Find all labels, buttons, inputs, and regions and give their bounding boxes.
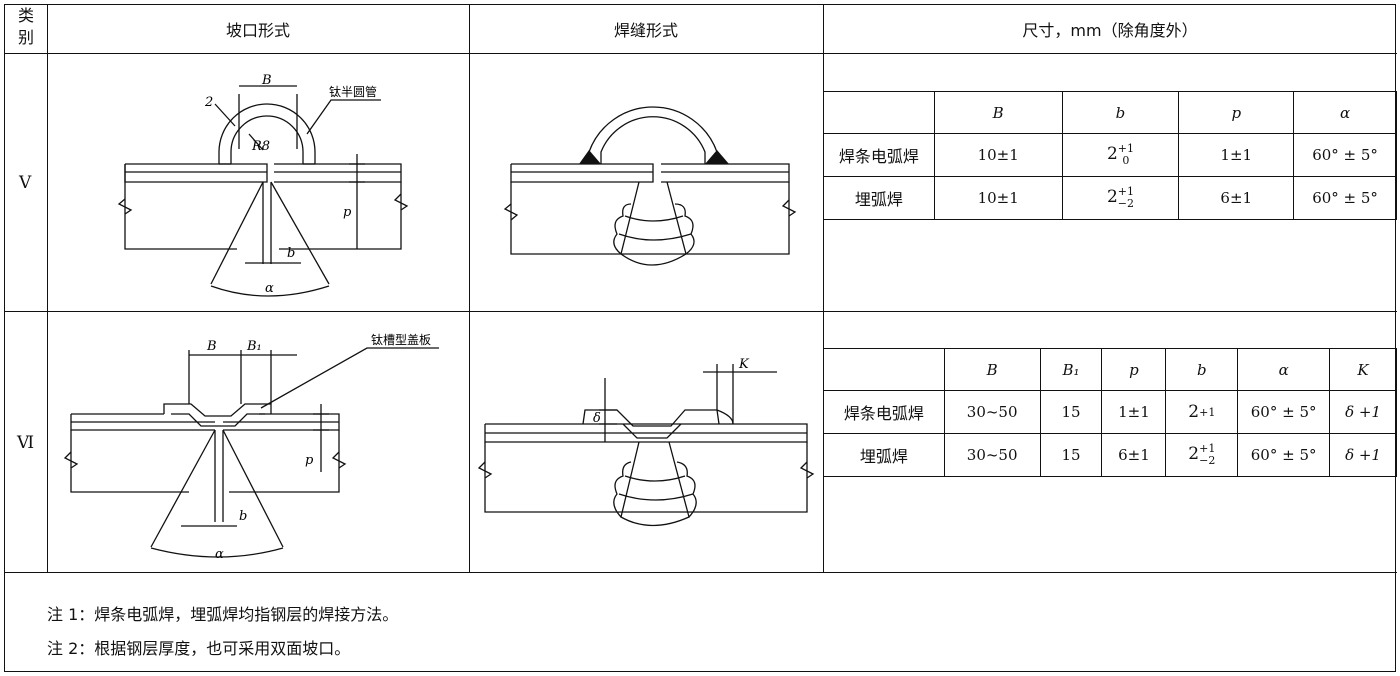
label-p: p <box>305 453 314 468</box>
value-cell: 15 <box>1039 433 1103 477</box>
method-cell: 埋弧焊 <box>823 433 945 477</box>
note-1: 注 1：焊条电弧焊，埋弧焊均指钢层的焊接方法。 <box>47 605 399 624</box>
label-alpha: α <box>215 547 224 562</box>
header-groove-form: 坡口形式 <box>225 21 290 40</box>
grid-line <box>5 572 1397 573</box>
header-dimensions: 尺寸，mm（除角度外） <box>1022 21 1198 40</box>
grid-line <box>823 5 824 572</box>
value-cell: 2+1−2 <box>1061 176 1180 220</box>
label-b-width: B <box>206 339 217 354</box>
grid-line <box>5 311 1397 312</box>
method-cell: 焊条电弧焊 <box>823 133 935 177</box>
label-b-gap: b <box>287 246 295 261</box>
col-header: b <box>1165 348 1239 391</box>
header-category: 类别 <box>17 6 34 47</box>
empty-cell <box>823 91 935 134</box>
value-cell: 10±1 <box>933 133 1063 177</box>
value-cell: 15 <box>1039 390 1103 434</box>
header-weld-form: 焊缝形式 <box>613 21 678 40</box>
label-k: K <box>738 357 750 372</box>
value-cell: δ +1 <box>1329 433 1397 477</box>
row-numeral-vi: Ⅵ <box>17 433 35 453</box>
value-cell: 2+1 <box>1165 390 1239 434</box>
value-cell: 30~50 <box>943 390 1041 434</box>
grid-line <box>469 5 470 572</box>
grid-line <box>47 5 48 572</box>
col-header: p <box>1101 348 1167 391</box>
row-numeral-v: Ⅴ <box>19 173 32 193</box>
value-cell: 60° ± 5° <box>1293 133 1397 177</box>
col-header: α <box>1237 348 1331 391</box>
col-header: B <box>933 91 1063 134</box>
method-cell: 焊条电弧焊 <box>823 390 945 434</box>
col-header: p <box>1178 91 1295 134</box>
col-header: B₁ <box>1039 348 1103 391</box>
weld-drawing-vi: δ K <box>477 357 815 527</box>
label-radius: R8 <box>251 139 270 154</box>
label-p: p <box>343 205 352 220</box>
groove-drawing-vi: B B₁ 钛槽型盖板 p b α <box>63 332 439 562</box>
fillet-weld-right <box>705 150 729 164</box>
weld-drawing-v <box>503 106 797 266</box>
value-cell: 60° ± 5° <box>1237 433 1331 477</box>
col-header: α <box>1293 91 1397 134</box>
value-cell: 6±1 <box>1101 433 1167 477</box>
label-delta: δ <box>593 411 601 426</box>
groove-drawing-v: B 钛半圆管 2 R8 p b α <box>117 73 409 297</box>
col-header: K <box>1329 348 1397 391</box>
empty-cell <box>823 348 945 391</box>
value-cell: 10±1 <box>933 176 1063 220</box>
value-cell: 2+1−2 <box>1165 433 1239 477</box>
dimension-table-vi: B B₁ p b α K 焊条电弧焊 30~50 15 1±1 2+1 60° … <box>823 348 1397 477</box>
label-thickness: 2 <box>204 95 213 110</box>
label-b1-width: B₁ <box>246 339 262 354</box>
label-part: 钛槽型盖板 <box>371 332 431 347</box>
col-header: b <box>1061 91 1180 134</box>
label-b-gap: b <box>239 509 247 524</box>
grid-line <box>5 53 1397 54</box>
fillet-weld-left <box>579 150 601 164</box>
col-header: B <box>943 348 1041 391</box>
value-cell: 60° ± 5° <box>1293 176 1397 220</box>
value-cell: 60° ± 5° <box>1237 390 1331 434</box>
value-cell: 6±1 <box>1178 176 1295 220</box>
label-alpha: α <box>265 281 274 296</box>
value-cell: 1±1 <box>1101 390 1167 434</box>
note-2: 注 2：根据钢层厚度，也可采用双面坡口。 <box>47 639 351 658</box>
value-cell: δ +1 <box>1329 390 1397 434</box>
method-cell: 埋弧焊 <box>823 176 935 220</box>
value-cell: 30~50 <box>943 433 1041 477</box>
standard-table: 类别 坡口形式 焊缝形式 尺寸，mm（除角度外） Ⅴ Ⅵ <box>4 4 1397 672</box>
value-cell: 1±1 <box>1178 133 1295 177</box>
label-b-width: B <box>261 73 272 88</box>
label-part: 钛半圆管 <box>329 84 377 99</box>
